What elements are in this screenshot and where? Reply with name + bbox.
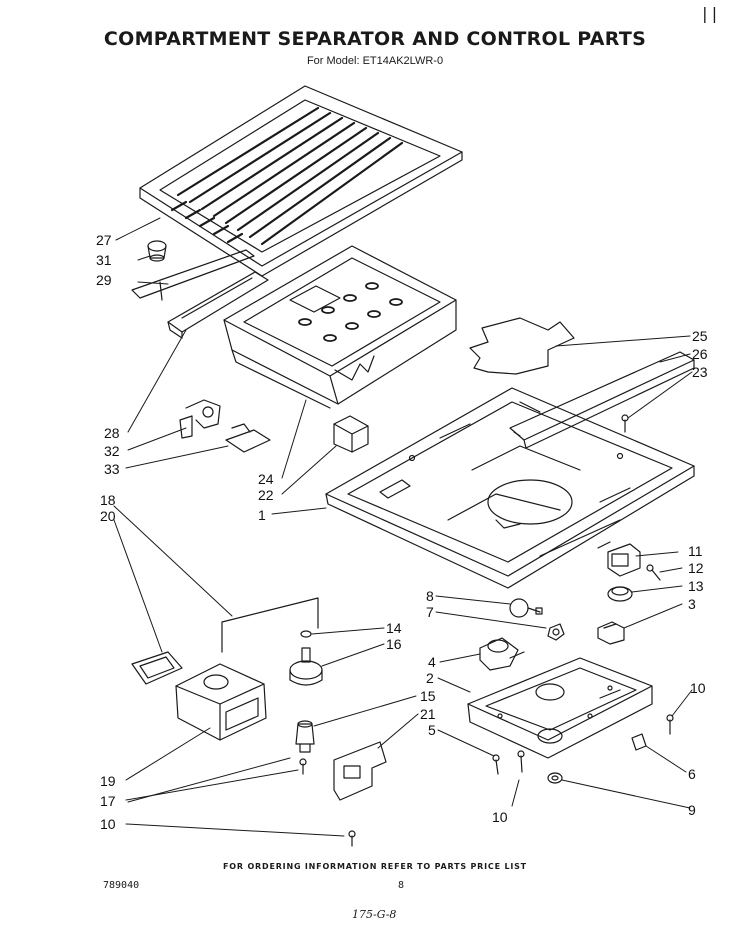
callout-28: 28 [104, 425, 120, 441]
callout-10-mid: 10 [492, 809, 508, 825]
callout-33: 33 [104, 461, 120, 477]
part-33-clip [225, 423, 271, 453]
callout-15: 15 [420, 688, 436, 704]
callout-1: 1 [258, 507, 266, 523]
callout-16: 16 [386, 636, 402, 652]
callout-23: 23 [692, 364, 708, 380]
callout-18: 18 [100, 492, 116, 508]
callout-10-bottom: 10 [100, 816, 116, 832]
part-22-block [333, 415, 369, 453]
callout-7: 7 [426, 604, 434, 620]
callout-32: 32 [104, 443, 120, 459]
model-subtitle: For Model: ET14AK2LWR-0 [306, 55, 444, 67]
callout-31: 31 [96, 252, 112, 268]
callout-26: 26 [692, 346, 708, 362]
handwritten-note: 175-G-8 [352, 908, 397, 921]
part-11-thermostat [597, 541, 641, 577]
page-number: 8 [398, 880, 405, 891]
ordering-note: FOR ORDERING INFORMATION REFER TO PARTS … [223, 862, 527, 871]
part-16-dial [289, 647, 323, 686]
callout-10-right: 10 [690, 680, 706, 696]
part-6-clip [631, 733, 647, 751]
part-18-wire [221, 597, 319, 653]
callout-27: 27 [96, 232, 112, 248]
part-15-stem [295, 720, 315, 753]
part-12-screw [646, 564, 661, 581]
callout-9: 9 [688, 802, 696, 818]
callout-19: 19 [100, 773, 116, 789]
part-28-channel [167, 271, 269, 339]
callout-6: 6 [688, 766, 696, 782]
callout-25: 25 [692, 328, 708, 344]
callout-12: 12 [688, 560, 704, 576]
callout-22: 22 [258, 487, 274, 503]
part-2-control-housing [467, 657, 653, 759]
part-25-gasket [469, 317, 575, 375]
part-31-knob [147, 240, 167, 262]
part-9-grommet [547, 772, 563, 784]
part-27-grille-shelf [139, 85, 463, 277]
part-14-nut [300, 630, 312, 638]
corner-mark: || [700, 4, 720, 23]
callout-13: 13 [688, 578, 704, 594]
part-10-screw-right [666, 714, 674, 735]
callout-20: 20 [100, 508, 116, 524]
leader-lines [113, 217, 693, 837]
callout-14: 14 [386, 620, 402, 636]
part-8-fan-blade [509, 598, 543, 618]
callout-21: 21 [420, 706, 436, 722]
part-3-switch [597, 621, 625, 645]
part-13-knob [607, 586, 633, 602]
part-5-screw [492, 754, 500, 775]
part-26-strip [509, 351, 695, 449]
page-title: COMPARTMENT SEPARATOR AND CONTROL PARTS [103, 28, 647, 50]
document-code: 789040 [103, 880, 140, 891]
callout-24: 24 [258, 471, 274, 487]
part-21-bracket [333, 741, 387, 801]
callout-labels: 27 31 29 28 32 33 24 22 1 25 26 23 11 12… [96, 232, 708, 832]
callout-29: 29 [96, 272, 112, 288]
callout-2: 2 [426, 670, 434, 686]
callout-17: 17 [100, 793, 116, 809]
part-10-screw-bottom [348, 830, 356, 847]
part-20-gasket [131, 651, 183, 685]
part-10-screw-mid [517, 750, 525, 773]
callout-11: 11 [688, 543, 703, 559]
part-4-motor [479, 637, 525, 671]
callout-3: 3 [688, 596, 696, 612]
part-29-slide-bar [131, 249, 255, 301]
part-1-separator-panel [325, 387, 695, 589]
part-17-screw [299, 758, 307, 775]
callout-4: 4 [428, 654, 436, 670]
part-24-separator-tray [223, 245, 457, 409]
part-23-screw [621, 414, 629, 433]
callout-5: 5 [428, 722, 436, 738]
callout-8: 8 [426, 588, 434, 604]
part-32-bracket [179, 399, 221, 439]
part-7-bearing [547, 623, 565, 641]
part-19-control-housing [175, 663, 267, 741]
